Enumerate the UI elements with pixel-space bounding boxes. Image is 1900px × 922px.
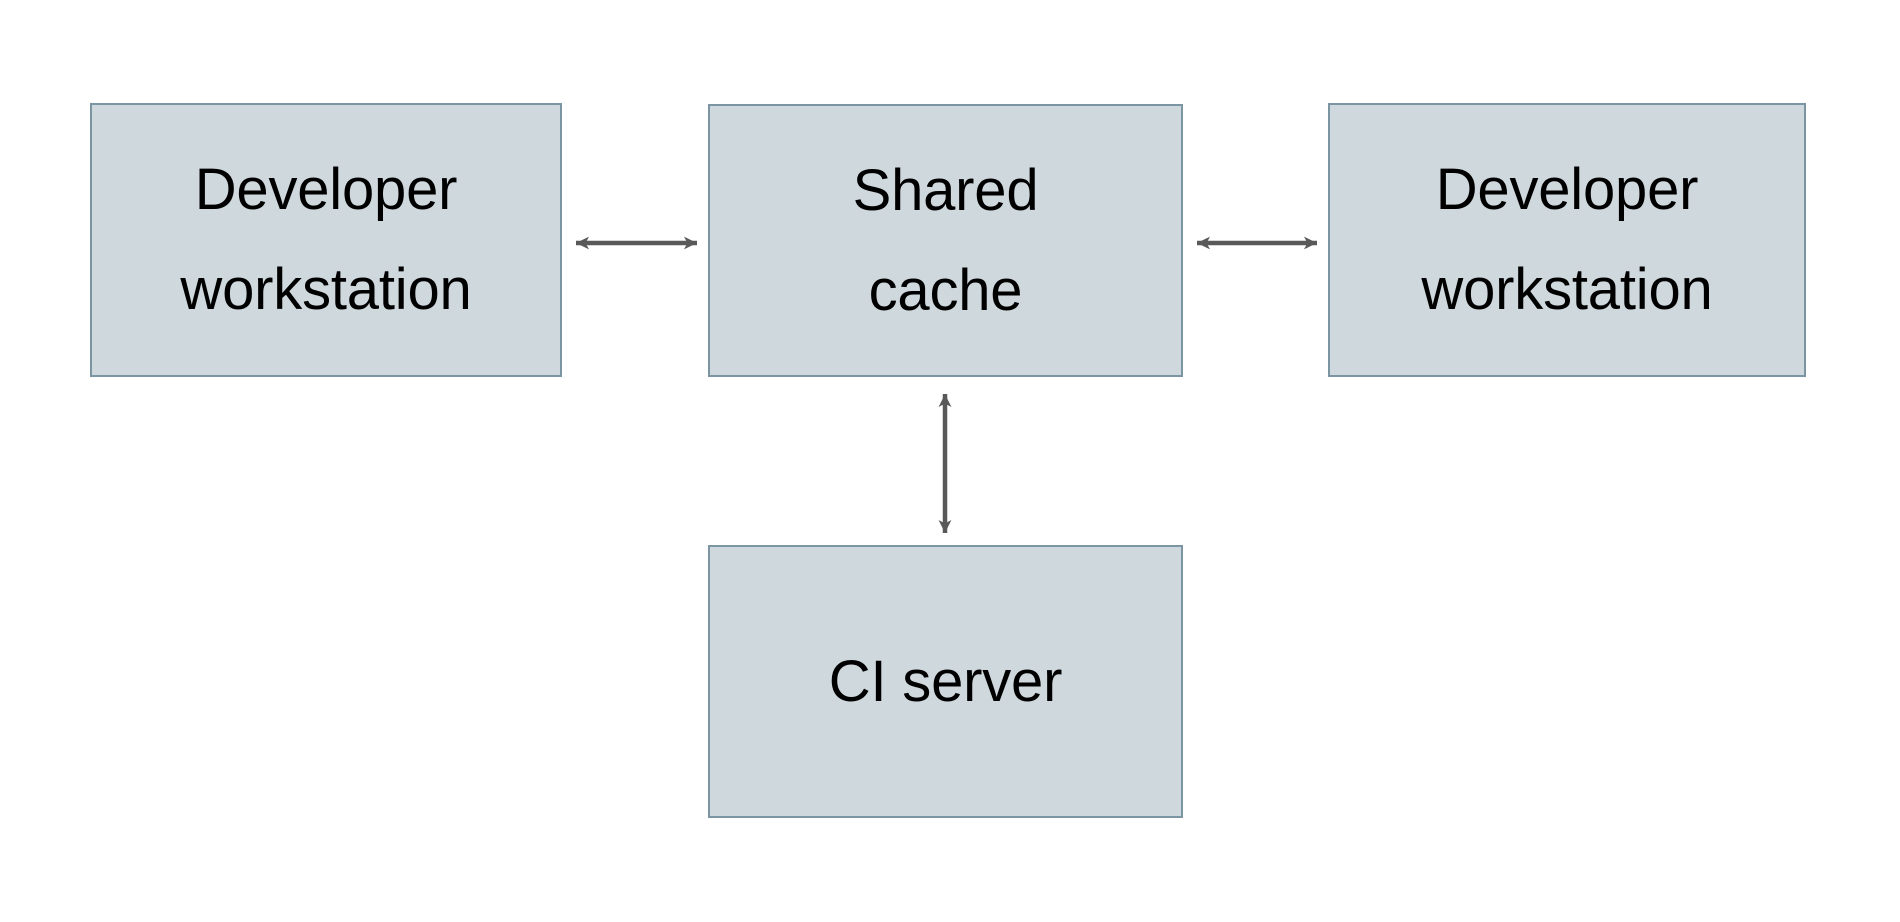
node-label: Developer workstation <box>1421 157 1713 322</box>
node-label: Shared cache <box>852 157 1039 323</box>
node-label: Developer workstation <box>180 157 472 322</box>
node-shared-cache[interactable]: Shared cache <box>708 104 1183 377</box>
node-label: CI server <box>828 648 1063 714</box>
node-ci-server[interactable]: CI server <box>708 545 1183 818</box>
node-developer-workstation-left[interactable]: Developer workstation <box>90 103 562 377</box>
node-developer-workstation-right[interactable]: Developer workstation <box>1328 103 1806 377</box>
